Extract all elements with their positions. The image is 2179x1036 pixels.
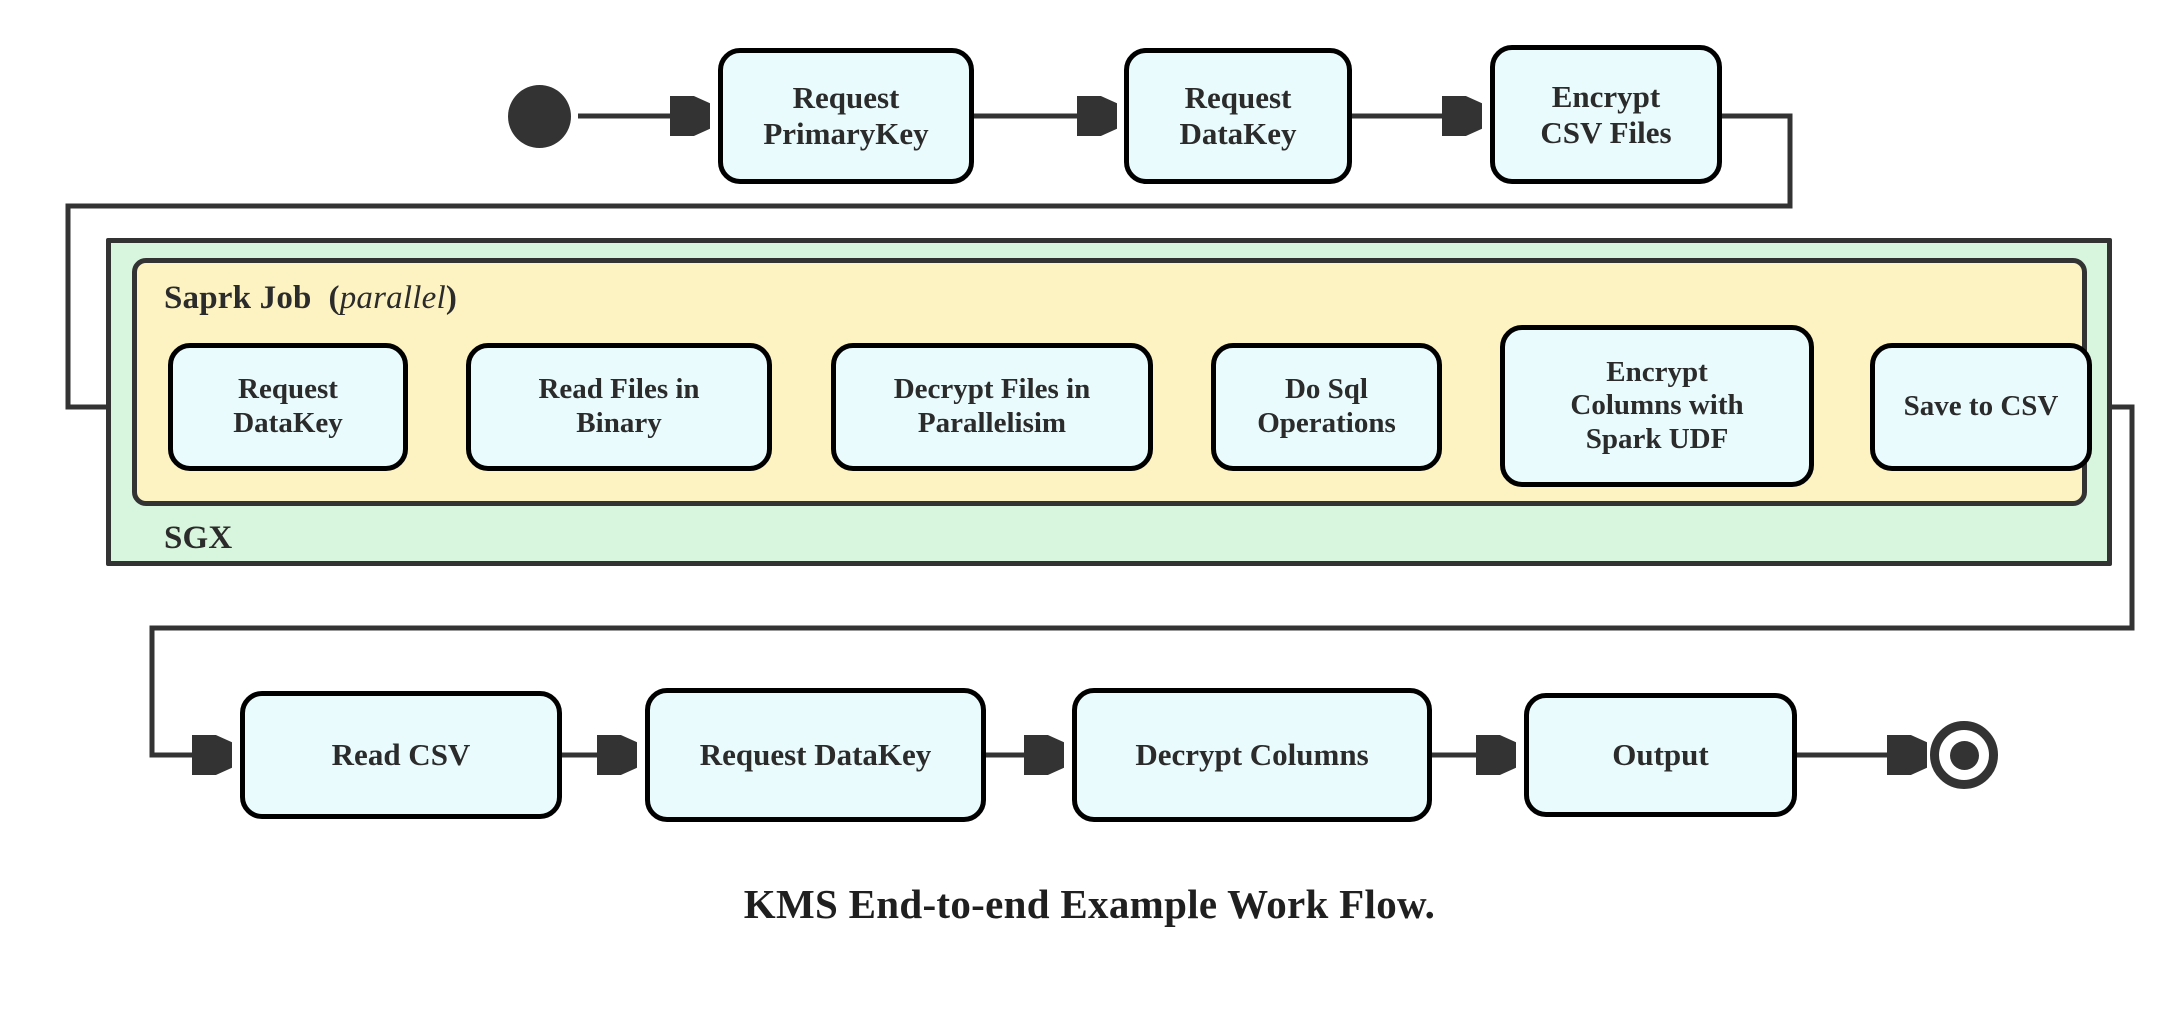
- node-label-line: PrimaryKey: [763, 116, 929, 151]
- final-state-inner-dot: [1949, 740, 1979, 770]
- node-label-line: Read Files in: [538, 373, 700, 406]
- node-label-line: Binary: [576, 407, 662, 439]
- spark-job-label-text: Saprk Job: [164, 280, 312, 316]
- node-label-line: Do Sql: [1284, 373, 1368, 406]
- node-label-line: Columns with: [1570, 389, 1744, 422]
- node-label-line: Read CSV: [331, 737, 471, 773]
- node-label-line: Request: [1184, 80, 1292, 116]
- node-label-line: Request: [792, 80, 900, 116]
- caption-text: KMS End-to-end Example Work Flow.: [743, 881, 1436, 927]
- node-label-line: Output: [1612, 737, 1709, 773]
- spark-job-paren-open: (: [328, 280, 340, 316]
- node-label-line: Request DataKey: [699, 737, 932, 773]
- spark-job-label-parallel: parallel: [339, 280, 446, 316]
- node-label-line: DataKey: [1179, 116, 1297, 151]
- spark-job-paren-close: ): [445, 280, 458, 316]
- node-label-line: Encrypt: [1551, 78, 1661, 114]
- node-label-line: Parallelisim: [917, 407, 1067, 439]
- start-state-icon: [508, 85, 571, 148]
- node-label-line: DataKey: [233, 407, 343, 439]
- node-label-line: Request: [238, 373, 338, 406]
- node-read-csv[interactable]: Read CSV: [240, 691, 562, 819]
- node-output[interactable]: Output: [1524, 693, 1797, 817]
- node-label-line: CSV Files: [1540, 114, 1672, 150]
- node-label-line: Save to CSV: [1903, 390, 2059, 423]
- node-label-line: Spark UDF: [1585, 422, 1729, 455]
- sgx-label-text: SGX: [164, 520, 233, 556]
- diagram-caption: KMS End-to-end Example Work Flow.: [0, 880, 2179, 928]
- final-state-icon: [1930, 721, 1998, 789]
- node-decrypt-columns[interactable]: Decrypt Columns: [1072, 688, 1432, 822]
- node-label-line: Decrypt Columns: [1135, 737, 1369, 773]
- node-label-line: Operations: [1257, 407, 1396, 439]
- region-label-sgx: SGX: [164, 520, 232, 557]
- node-save-to-csv[interactable]: Save to CSV: [1870, 343, 2092, 471]
- region-label-spark-job: Saprk Job (parallel): [164, 280, 457, 317]
- node-request-datakey-bottom[interactable]: Request DataKey: [645, 688, 986, 822]
- node-label-line: Encrypt: [1606, 355, 1708, 388]
- node-label-line: Decrypt Files in: [893, 373, 1091, 406]
